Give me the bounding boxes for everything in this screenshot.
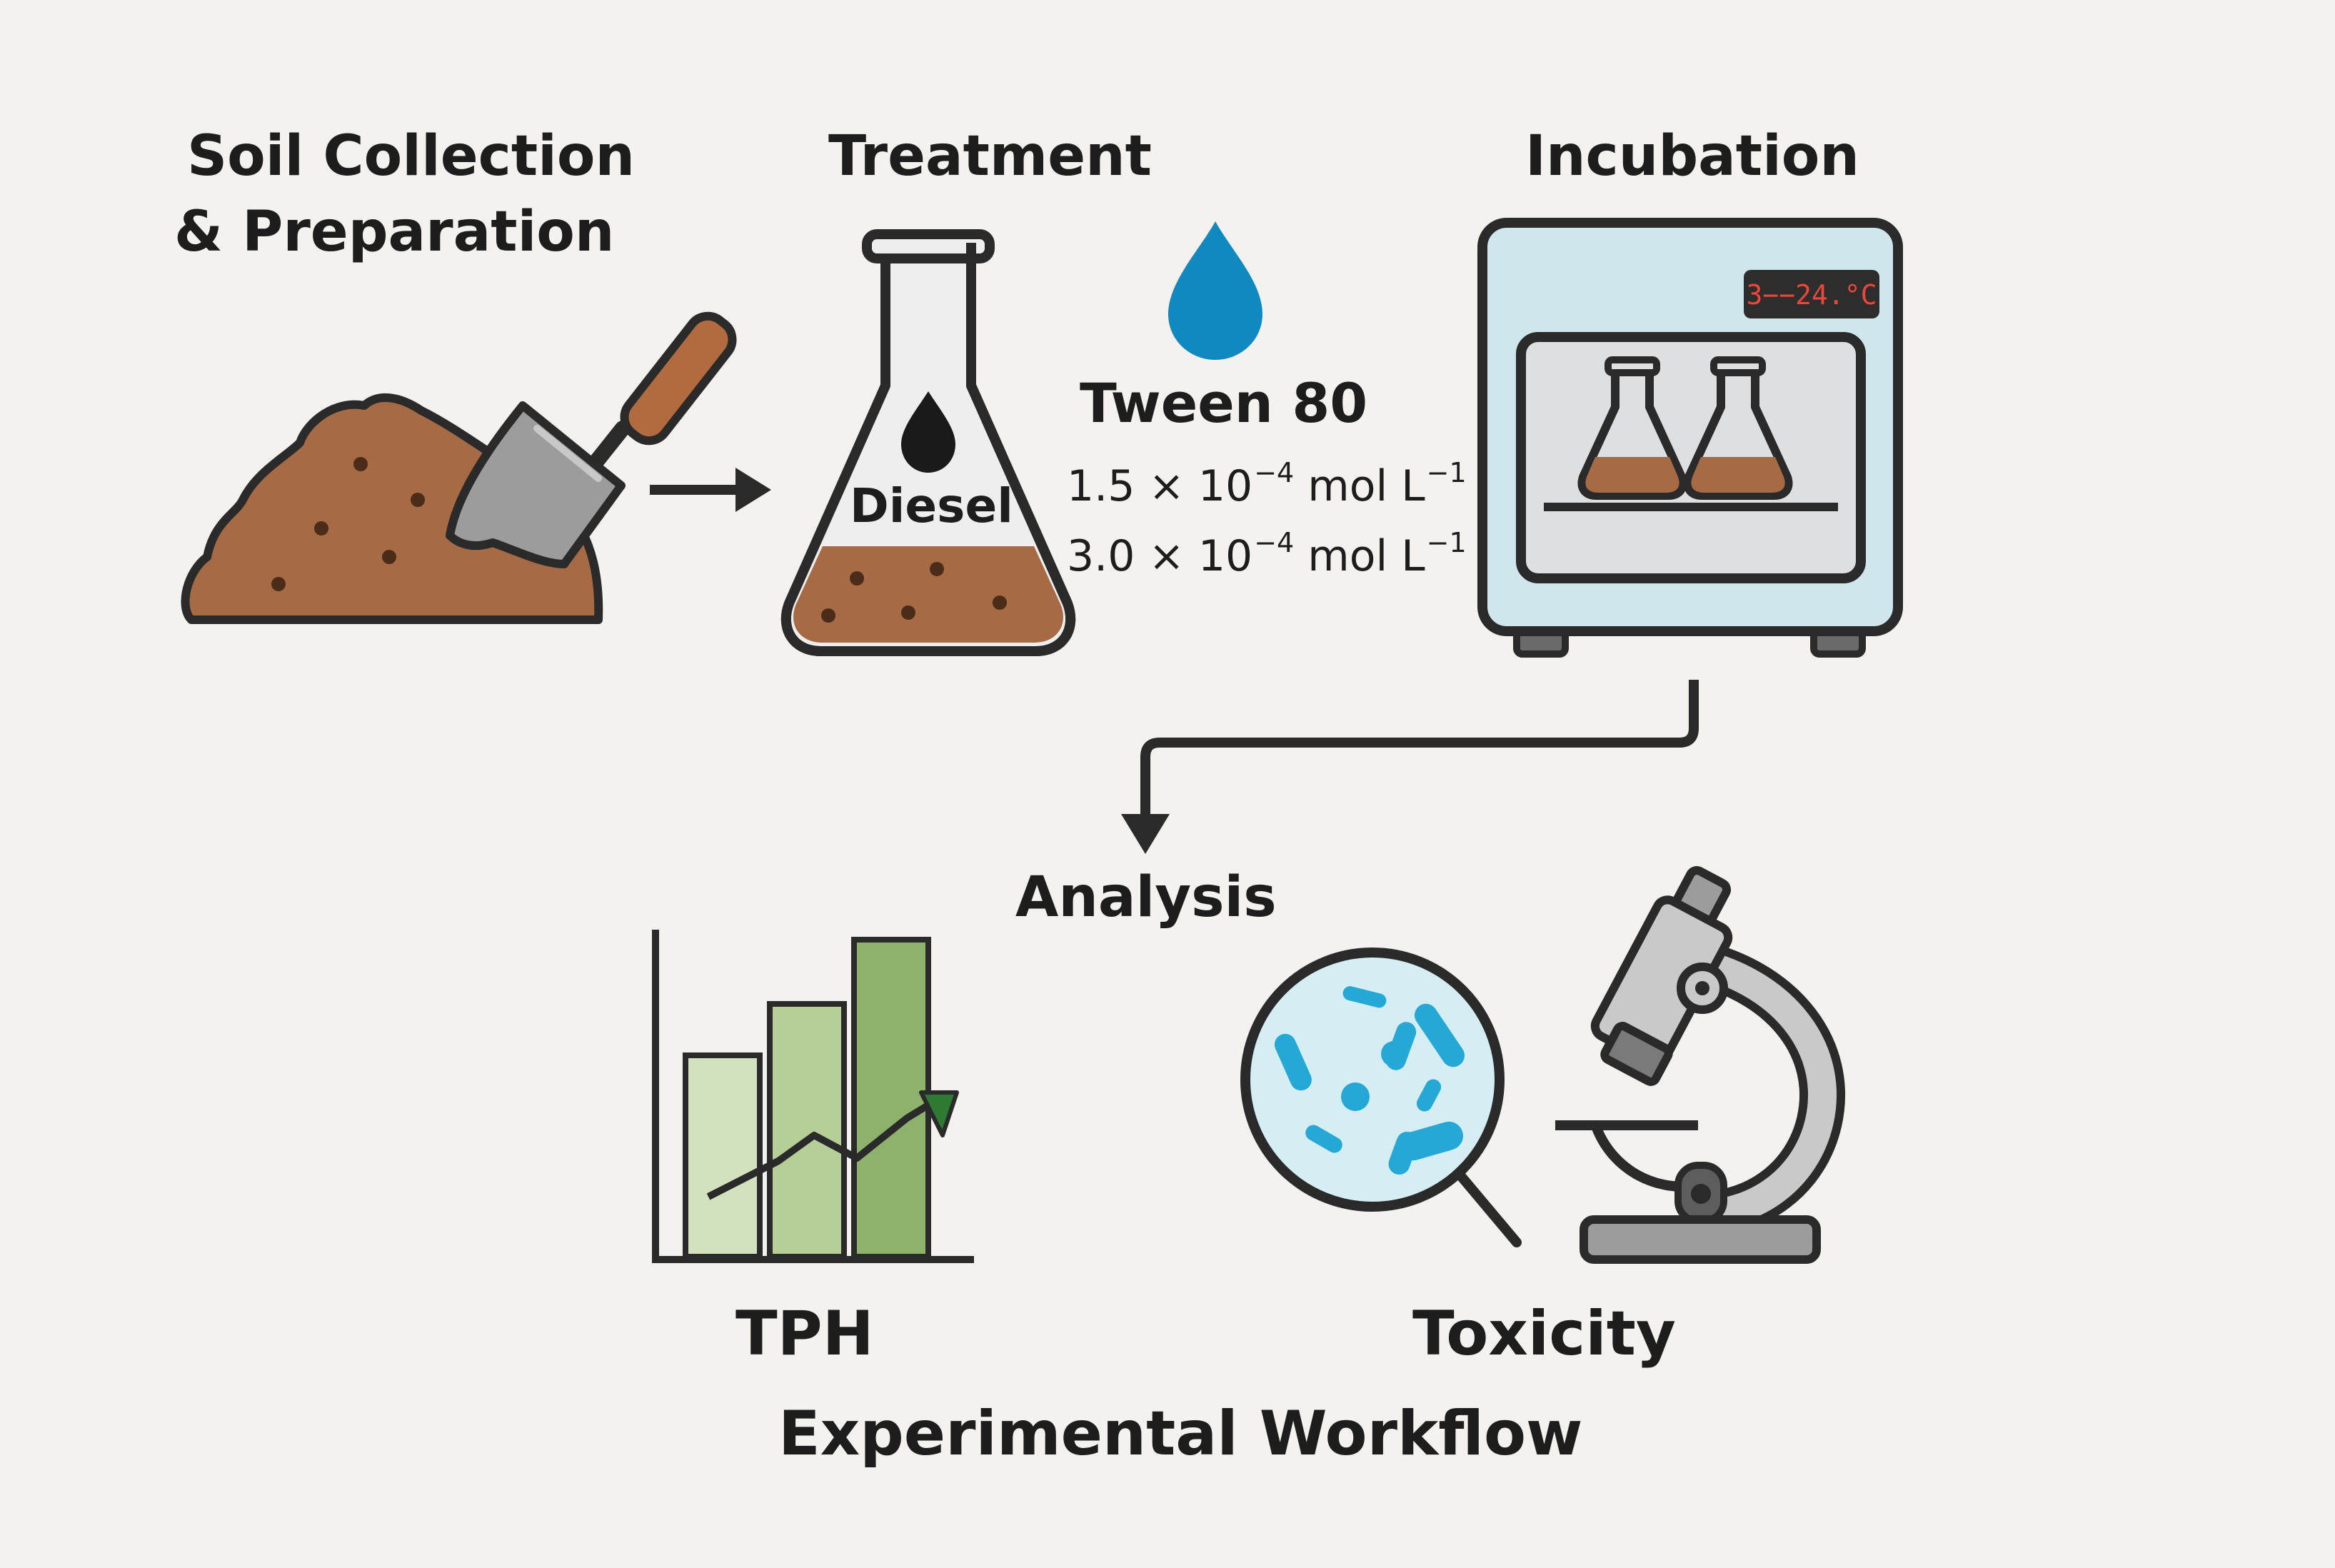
conc1-exponent: −4 [1254, 457, 1295, 488]
conc1-unit: mol L [1294, 461, 1425, 511]
soil-title-line1: Soil Collection [187, 124, 635, 189]
treatment-title: Treatment [828, 124, 1152, 189]
incubator-icon [1477, 218, 1903, 658]
trend-line [706, 1095, 942, 1200]
magnifier-petri-icon [1240, 948, 1522, 1247]
analysis-title: Analysis [1015, 865, 1277, 930]
oil-drop-icon [901, 391, 955, 473]
tph-title: TPH [735, 1298, 874, 1370]
conc1-unit-exponent: −1 [1426, 457, 1467, 488]
incubation-title: Incubation [1525, 124, 1859, 189]
conc2-unit: mol L [1294, 531, 1425, 581]
incubator-display-text: 3−−24.°C [1746, 279, 1877, 311]
conc2-mantissa: 3.0 × 10 [1067, 531, 1253, 581]
microscope-icon [1555, 866, 1845, 1264]
surfactant-name: Tween 80 [1080, 371, 1368, 435]
surfactant-concentration-2: 3.0 × 10−4 mol L−1 [1067, 527, 1467, 581]
flask-label-diesel: Diesel [850, 478, 1013, 533]
chart-bar-1 [683, 1052, 763, 1260]
chart-bar-2 [767, 1001, 847, 1260]
soil-title-line2: & Preparation [174, 200, 615, 264]
conc1-mantissa: 1.5 × 10 [1067, 461, 1253, 511]
conc2-unit-exponent: −1 [1426, 527, 1467, 558]
connector-incubation-to-analysis [1121, 680, 1699, 854]
surfactant-concentration-1: 1.5 × 10−4 mol L−1 [1067, 457, 1467, 511]
chart-bar-3 [851, 937, 931, 1260]
arrow-soil-to-treatment [650, 468, 771, 512]
conc2-exponent: −4 [1254, 527, 1295, 558]
trend-arrowhead [919, 1090, 959, 1137]
caption: Experimental Workflow [778, 1398, 1583, 1469]
bar-chart-icon [652, 930, 974, 1263]
toxicity-title: Toxicity [1412, 1298, 1676, 1370]
trowel-icon [446, 311, 737, 568]
water-drop-icon [1168, 221, 1262, 360]
